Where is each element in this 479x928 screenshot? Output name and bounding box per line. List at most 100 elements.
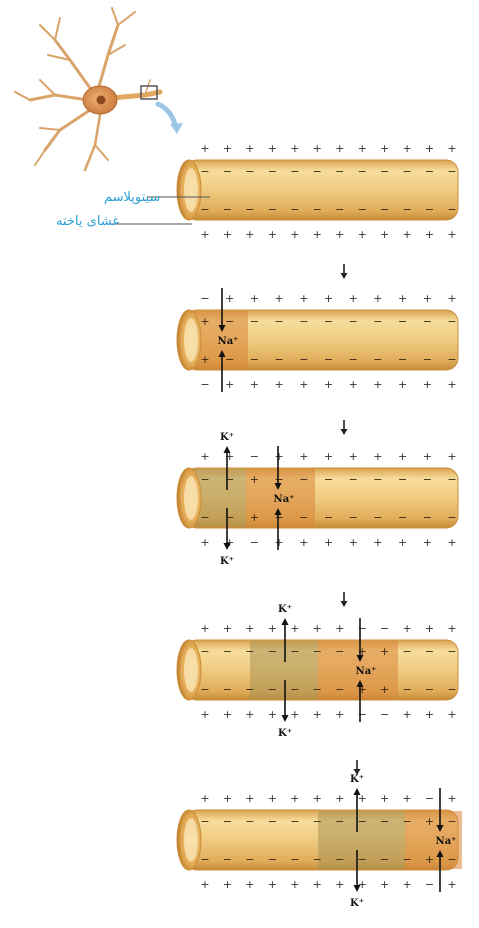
inner-charge-sign: − [223,203,232,216]
down-arrow-icon [341,264,348,279]
outer-charge-sign: + [373,536,382,549]
inner-charge-sign: − [380,203,389,216]
repolarized-region [250,641,318,699]
inner-charge-sign: − [299,315,308,328]
inner-charge-sign: − [299,473,308,486]
outer-charge-sign: + [290,792,299,805]
outer-charge-sign: + [349,536,358,549]
inner-charge-sign: − [349,511,358,524]
inner-charge-sign: − [268,165,277,178]
outer-charge-sign: + [274,378,283,391]
outer-charge-sign: + [425,622,434,635]
outer-charge-sign: + [425,228,434,241]
outer-charge-sign: + [324,292,333,305]
inner-charge-sign: − [373,353,382,366]
inner-charge-sign: − [335,203,344,216]
inner-charge-sign: − [313,203,322,216]
inner-charge-sign: − [250,315,259,328]
inner-charge-sign: − [335,853,344,866]
outer-charge-sign: + [380,228,389,241]
potassium-ion-label: K⁺ [278,604,292,615]
outer-charge-sign: + [250,378,259,391]
inner-charge-sign: − [447,853,456,866]
inner-charge-sign: − [245,165,254,178]
outer-charge-sign: + [398,450,407,463]
inner-charge-sign: + [250,473,259,486]
axon-stage-1: ++++++++++++++++++++++++−−−−−−−−−−−−−−−−… [177,142,458,241]
outer-charge-sign: + [447,622,456,635]
inner-charge-sign: − [268,203,277,216]
outer-charge-sign: + [447,378,456,391]
inner-charge-sign: − [250,353,259,366]
inner-charge-sign: − [349,315,358,328]
outer-charge-sign: + [268,708,277,721]
outer-charge-sign: + [223,142,232,155]
inner-charge-sign: − [274,353,283,366]
cytoplasm-label: سیتوپلاسم [104,190,160,205]
outer-charge-sign: + [299,450,308,463]
outer-charge-sign: + [223,878,232,891]
inner-charge-sign: − [223,683,232,696]
inner-charge-sign: − [447,473,456,486]
ion-arrow-head [282,715,289,722]
axon-lumen [184,318,198,362]
sodium-ion-label: Na⁺ [356,666,377,677]
inner-charge-sign: − [380,853,389,866]
outer-charge-sign: + [290,708,299,721]
outer-charge-sign: + [299,536,308,549]
inner-charge-sign: − [324,353,333,366]
potassium-ion-label: K⁺ [350,898,364,909]
inner-charge-sign: − [402,815,411,828]
outer-charge-sign: − [380,622,389,635]
inner-charge-sign: − [223,165,232,178]
outer-charge-sign: + [380,878,389,891]
outer-charge-sign: + [223,622,232,635]
inner-charge-sign: − [200,853,209,866]
inner-charge-sign: − [299,353,308,366]
inner-charge-sign: − [425,645,434,658]
down-arrow-icon [354,760,361,775]
inner-charge-sign: − [200,165,209,178]
inner-charge-sign: − [447,165,456,178]
outer-charge-sign: + [349,450,358,463]
outer-charge-sign: + [402,142,411,155]
inner-charge-sign: − [423,473,432,486]
inner-charge-sign: − [358,203,367,216]
outer-charge-sign: + [313,622,322,635]
inner-charge-sign: − [402,165,411,178]
outer-charge-sign: + [250,292,259,305]
potassium-ion-label: K⁺ [278,728,292,739]
inner-charge-sign: − [200,511,209,524]
outer-charge-sign: + [200,142,209,155]
axon-lumen [184,476,198,520]
outer-charge-sign: + [200,878,209,891]
axon-stage-5: ++++++++++++++++++++−−++−−−−−−−−−−−−−−−−… [177,774,462,909]
inner-charge-sign: − [425,165,434,178]
inner-charge-sign: − [225,353,234,366]
outer-charge-sign: + [324,536,333,549]
inner-charge-sign: − [290,165,299,178]
outer-charge-sign: − [200,378,209,391]
outer-charge-sign: + [225,378,234,391]
outer-charge-sign: + [358,228,367,241]
outer-charge-sign: + [274,450,283,463]
inner-charge-sign: − [380,815,389,828]
outer-charge-sign: + [402,228,411,241]
outer-charge-sign: + [335,708,344,721]
inner-charge-sign: − [313,645,322,658]
inner-charge-sign: − [200,645,209,658]
inner-charge-sign: − [268,645,277,658]
outer-charge-sign: − [250,450,259,463]
inner-charge-sign: − [324,511,333,524]
inner-charge-sign: − [398,473,407,486]
inner-charge-sign: − [223,853,232,866]
inner-charge-sign: − [313,853,322,866]
inner-charge-sign: − [349,473,358,486]
outer-charge-sign: + [200,228,209,241]
inner-charge-sign: − [447,315,456,328]
outer-charge-sign: + [290,142,299,155]
inner-charge-sign: − [358,165,367,178]
inner-charge-sign: − [200,815,209,828]
outer-charge-sign: + [290,878,299,891]
